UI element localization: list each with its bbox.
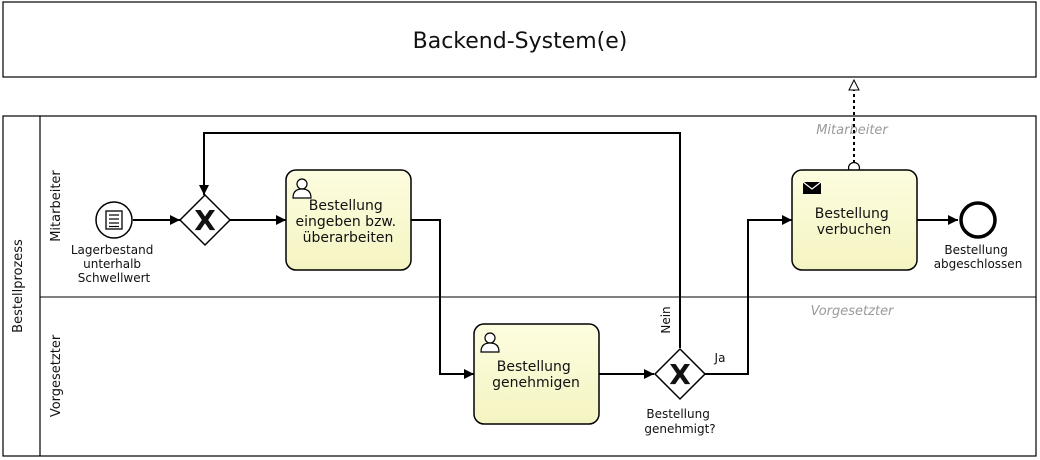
flow-decision-no <box>199 132 681 348</box>
send-task-icon <box>802 181 822 194</box>
decision-gateway-label: Bestellung genehmigt? <box>644 407 715 436</box>
backend-pool: Backend-System(e) <box>2 1 1037 78</box>
task-book-order[interactable]: Bestellung verbuchen <box>791 169 918 271</box>
task-approve-order[interactable]: Bestellung genehmigen <box>473 323 600 425</box>
flow-label-no: Nein <box>659 306 673 333</box>
merge-gateway[interactable]: X <box>178 193 232 247</box>
process-pool-label: Bestellprozess <box>11 239 26 333</box>
end-event[interactable]: Bestellung abgeschlossen <box>934 201 1023 271</box>
task-book-order-label: Bestellung verbuchen <box>815 206 893 238</box>
decision-gateway-marker: X <box>669 358 691 391</box>
flow-label-yes: Ja <box>714 351 726 365</box>
start-event[interactable]: Lagerbestand unterhalb Schwellwert <box>71 201 157 285</box>
lane-label-mitarbeiter: Mitarbeiter <box>49 170 64 242</box>
lane-label-vorgesetzter: Vorgesetzter <box>49 334 64 417</box>
start-event-label: Lagerbestand unterhalb Schwellwert <box>71 243 157 285</box>
sequence-flows <box>133 132 958 379</box>
lane-watermark-mitarbeiter: Mitarbeiter <box>816 123 889 138</box>
user-task-icon <box>292 178 312 199</box>
lane-watermark-vorgesetzter: Vorgesetzter <box>811 304 895 319</box>
task-enter-order[interactable]: Bestellung eingeben bzw. überarbeiten <box>285 169 412 271</box>
backend-pool-title: Backend-System(e) <box>413 29 628 54</box>
task-enter-order-label: Bestellung eingeben bzw. überarbeiten <box>295 198 400 246</box>
user-task-icon <box>480 332 500 353</box>
flow-enter-to-approve <box>411 219 474 379</box>
end-event-label: Bestellung abgeschlossen <box>934 243 1023 271</box>
task-approve-order-label: Bestellung genehmigen <box>492 359 580 391</box>
conditional-event-icon <box>105 210 123 230</box>
flow-decision-yes <box>705 215 792 375</box>
merge-gateway-marker: X <box>194 204 216 237</box>
decision-gateway[interactable]: X Bestellung genehmigt? <box>644 347 716 436</box>
